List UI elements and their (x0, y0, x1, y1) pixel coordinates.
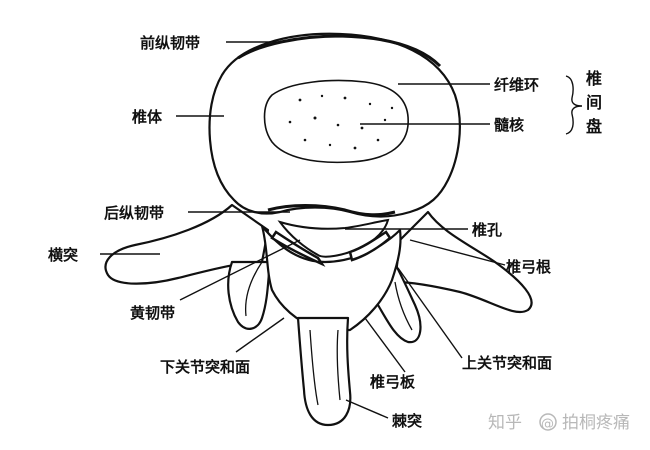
ligamentum-flavum-right (348, 230, 392, 262)
label-transverse-process: 横突 (48, 246, 78, 264)
label-disc-1: 椎 (586, 69, 602, 88)
ligamentum-flavum-left (270, 230, 326, 267)
label-annulus-fibrosus: 纤维环 (494, 76, 539, 94)
spinous-process (296, 316, 352, 427)
posterior-arch (104, 203, 533, 427)
watermark-prefix: 知乎 (488, 413, 522, 433)
label-spinous-process: 棘突 (392, 412, 422, 430)
vertebral-body (208, 32, 461, 218)
label-disc-3: 盘 (586, 117, 602, 136)
posterior-longitudinal-ligament (267, 204, 396, 217)
label-posterior-longitudinal-ligament: 后纵韧带 (104, 204, 164, 222)
watermark: 知乎 @ 拍桐疼痛 (488, 413, 630, 433)
label-disc-2: 间 (586, 93, 602, 112)
label-lamina: 椎弓板 (370, 373, 416, 391)
labels: 前纵韧带 椎体 纤维环 髓核 椎 间 盘 后纵韧带 椎孔 横突 椎弓根 黄韧带 … (48, 34, 602, 430)
watermark-at-circle (539, 413, 557, 431)
inferior-articular-process-left (227, 260, 272, 330)
label-nucleus-pulposus: 髓核 (494, 116, 524, 134)
label-anterior-longitudinal-ligament: 前纵韧带 (140, 34, 200, 52)
nucleus-pulposus (263, 79, 409, 164)
right-transverse-process (393, 210, 533, 313)
label-vertebral-body: 椎体 (132, 108, 163, 126)
label-superior-articular-facet: 上关节突和面 (462, 354, 552, 372)
leader-lines (100, 41, 583, 419)
label-inferior-articular-facet: 下关节突和面 (160, 358, 250, 376)
vertebral-arch (260, 224, 402, 332)
anterior-longitudinal-ligament (237, 34, 442, 68)
watermark-at: @ (541, 417, 554, 432)
label-vertebral-foramen: 椎孔 (472, 221, 502, 239)
watermark-name: 拍桐疼痛 (562, 413, 630, 433)
disc-bracket (565, 75, 583, 135)
label-ligamentum-flavum: 黄韧带 (130, 304, 175, 322)
left-transverse-process (104, 203, 270, 285)
label-pedicle: 椎弓根 (506, 258, 551, 276)
